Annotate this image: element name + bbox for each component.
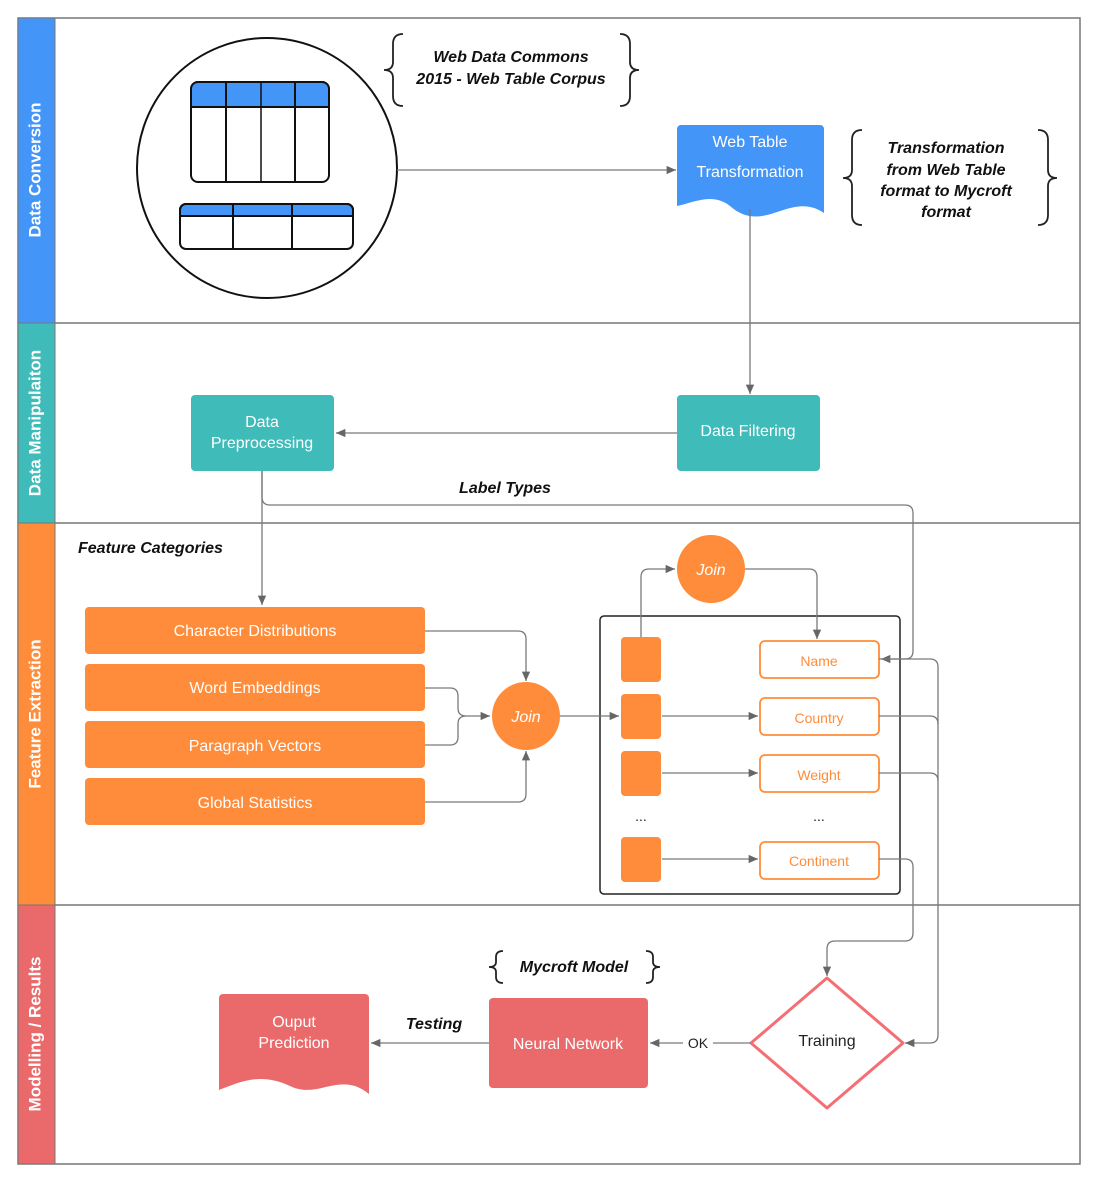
output-prediction-node[interactable]: Ouput Prediction [219,994,369,1094]
training-label: Training [798,1033,855,1050]
connectors [257,165,939,1048]
connector-line [879,715,939,725]
output-prediction-label: Prediction [258,1035,329,1052]
ok-label: OK [688,1035,709,1051]
connector-arrow [745,568,822,639]
label-weight[interactable]: Weight [759,754,880,793]
web-table-transformation-node[interactable]: Web Table Transformation [677,125,824,217]
lane-label-modelling-results: Modelling / Results [25,957,44,1112]
data-filtering-node[interactable]: Data Filtering [677,395,820,471]
corpus-note: Web Data Commons 2015 - Web Table Corpus [383,33,640,107]
label-types-note: Label Types [459,480,551,497]
lane-data-conversion: Data Conversion [17,17,56,324]
output-prediction-label: Ouput [272,1014,316,1031]
mycroft-model-label: Mycroft Model [520,959,629,976]
testing-note: Testing [406,1016,463,1033]
connector-arrow [261,471,914,664]
table-icon [190,81,330,183]
neural-network-label: Neural Network [513,1036,624,1053]
label-text: Country [794,710,843,726]
label-country[interactable]: Country [759,697,880,736]
feature-paragraph-vectors[interactable]: Paragraph Vectors [85,721,425,768]
feature-label-container [599,615,901,895]
connector-arrow [822,858,914,976]
data-preprocessing-label: Preprocessing [211,435,313,452]
web-table-transformation-label: Web Table [712,134,787,151]
label-name[interactable]: Name [759,640,880,679]
join-label: Join [695,562,725,579]
lane-data-manipulation: Data Manipulaiton [17,322,56,524]
label-text: Name [800,653,838,669]
transformation-note-line: format to Mycroft [880,183,1012,200]
data-filtering-label: Data Filtering [700,423,795,440]
connector-line [425,715,467,746]
lane-modelling-results: Modelling / Results [17,904,56,1165]
connector-arrow [425,751,531,803]
join-labels-node[interactable]: Join [677,535,745,603]
connector-arrow [425,687,490,721]
training-node[interactable]: Training [749,976,905,1110]
feature-vector-block [621,751,661,796]
connector-arrow [640,564,675,637]
label-text: Weight [797,767,840,783]
connector-arrow [425,630,531,681]
label-continent[interactable]: Continent [759,841,880,880]
corpus-note-line: 2015 - Web Table Corpus [415,71,605,88]
corpus-note-line: Web Data Commons [433,49,588,66]
transformation-note: Transformation from Web Table format to … [842,129,1058,226]
web-table-corpus-circle [136,37,398,299]
feature-label: Paragraph Vectors [189,738,322,755]
feature-label: Global Statistics [198,795,313,812]
lane-label-feature-extraction: Feature Extraction [25,639,44,788]
feature-character-distributions[interactable]: Character Distributions [85,607,425,654]
join-label: Join [510,709,540,726]
web-table-transformation-label: Transformation [697,164,804,181]
join-features-node[interactable]: Join [492,682,560,750]
transformation-note-line: from Web Table [886,162,1005,179]
connector-arrow [879,658,939,1048]
feature-label: Character Distributions [174,623,337,640]
data-preprocessing-node[interactable]: Data Preprocessing [191,395,334,471]
table-icon [179,203,354,250]
feature-vector-block [621,837,661,882]
lane-feature-extraction: Feature Extraction [17,522,56,906]
lane-label-data-conversion: Data Conversion [25,102,44,237]
lane-label-data-manipulation: Data Manipulaiton [25,350,44,496]
ellipsis-text: ... [635,808,647,824]
data-preprocessing-label: Data [245,414,279,431]
feature-vector-block [621,694,661,739]
feature-categories-note: Feature Categories [78,540,223,557]
transformation-note-line: format [921,204,971,221]
transformation-note-line: Transformation [887,140,1004,157]
feature-vector-block [621,637,661,682]
mycroft-model-note: Mycroft Model [488,950,661,984]
neural-network-node[interactable]: Neural Network [489,998,648,1088]
connector-line [879,772,939,782]
feature-global-statistics[interactable]: Global Statistics [85,778,425,825]
feature-word-embeddings[interactable]: Word Embeddings [85,664,425,711]
ellipsis-text: ... [813,808,825,824]
label-text: Continent [789,853,849,869]
feature-label: Word Embeddings [189,680,320,697]
